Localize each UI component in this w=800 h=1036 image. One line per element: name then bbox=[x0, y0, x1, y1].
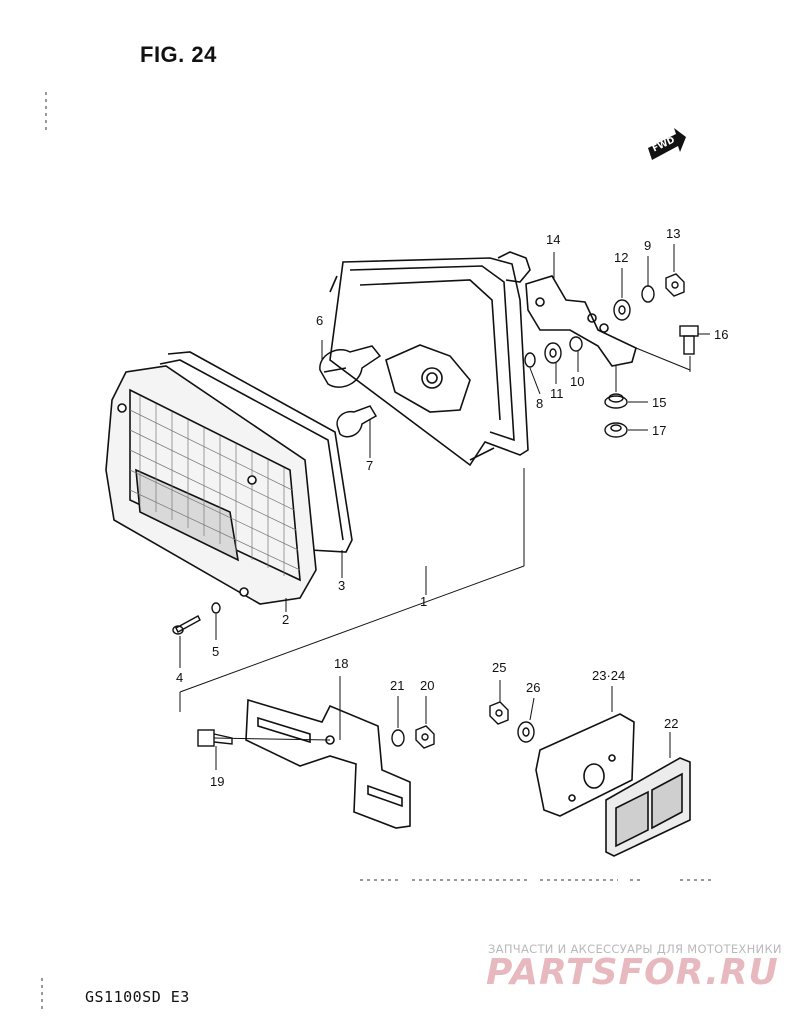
nut-20 bbox=[415, 725, 435, 749]
nut-25 bbox=[489, 701, 509, 725]
bolt-16 bbox=[679, 325, 699, 355]
callout-5: 5 bbox=[212, 644, 219, 659]
watermark-logo: PARTSFOR.RU bbox=[486, 952, 779, 993]
bulb-small bbox=[336, 405, 378, 438]
washer-9 bbox=[641, 285, 655, 303]
reflector-holder bbox=[535, 713, 635, 817]
callout-10: 10 bbox=[570, 374, 584, 389]
callout-17: 17 bbox=[652, 423, 666, 438]
callout-12: 12 bbox=[614, 250, 628, 265]
washer-21 bbox=[391, 729, 405, 747]
callout-18: 18 bbox=[334, 656, 348, 671]
callout-3: 3 bbox=[338, 578, 345, 593]
callout-11: 11 bbox=[550, 386, 564, 401]
figure-title: FIG. 24 bbox=[140, 42, 217, 67]
scan-dashes bbox=[41, 92, 712, 1010]
plate-bracket bbox=[245, 698, 411, 829]
tail-lamp-housing bbox=[329, 251, 531, 467]
callout-9: 9 bbox=[644, 238, 651, 253]
nut-17 bbox=[604, 422, 628, 438]
reflector bbox=[605, 757, 691, 857]
lens-screw bbox=[172, 615, 201, 635]
callout-1: 1 bbox=[420, 594, 427, 609]
washer-12 bbox=[613, 299, 631, 321]
callout-13: 13 bbox=[666, 226, 680, 241]
callout-7: 7 bbox=[366, 458, 373, 473]
callout-21: 21 bbox=[390, 678, 404, 693]
washer-26 bbox=[517, 721, 535, 743]
callout-4: 4 bbox=[176, 670, 183, 685]
callout-19: 19 bbox=[210, 774, 224, 789]
watermark-caption: ЗАПЧАСТИ И АКСЕССУАРЫ ДЛЯ МОТОТЕХНИКИ bbox=[488, 942, 782, 956]
callout-26: 26 bbox=[526, 680, 540, 695]
model-code: GS1100SD E3 bbox=[85, 988, 190, 1006]
collar-10 bbox=[569, 336, 583, 352]
tail-lamp-lens bbox=[105, 365, 317, 605]
callout-25: 25 bbox=[492, 660, 506, 675]
grommet-15 bbox=[604, 393, 628, 409]
part-callouts: 1 2 3 4 5 6 7 8 9 10 11 12 13 14 15 16 1… bbox=[176, 226, 728, 789]
callout-20: 20 bbox=[420, 678, 434, 693]
callout-14: 14 bbox=[546, 232, 560, 247]
callout-23-24: 23·24 bbox=[592, 668, 625, 683]
mounting-bracket bbox=[525, 275, 637, 367]
callout-2: 2 bbox=[282, 612, 289, 627]
callout-15: 15 bbox=[652, 395, 666, 410]
washer-8 bbox=[524, 352, 536, 368]
callout-22: 22 bbox=[664, 716, 678, 731]
leader-lines bbox=[179, 244, 710, 770]
washer-11 bbox=[544, 342, 562, 364]
forward-arrow-icon bbox=[648, 128, 686, 160]
lens-washer bbox=[211, 602, 221, 614]
callout-8: 8 bbox=[536, 396, 543, 411]
bulb-large bbox=[319, 345, 382, 388]
callout-6: 6 bbox=[316, 313, 323, 328]
nut-13 bbox=[665, 273, 685, 297]
callout-16: 16 bbox=[714, 327, 728, 342]
